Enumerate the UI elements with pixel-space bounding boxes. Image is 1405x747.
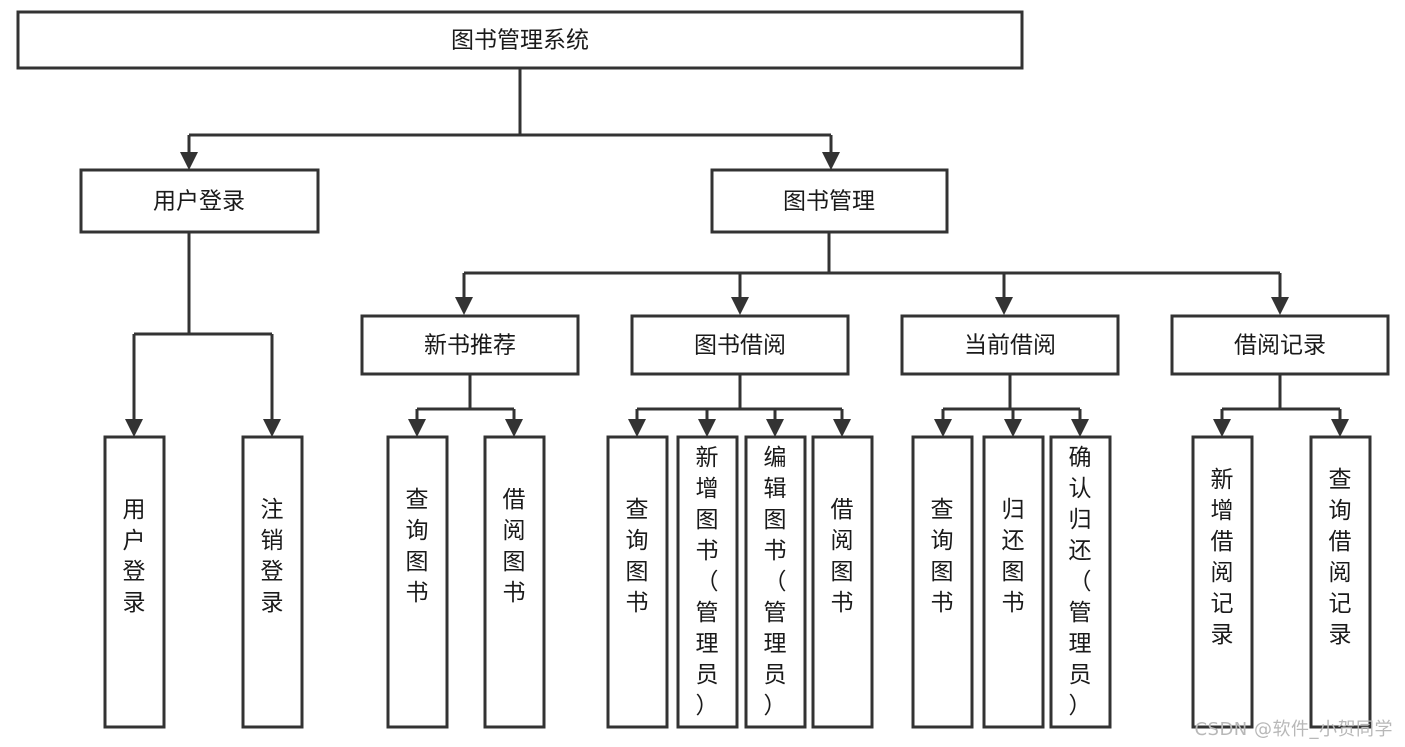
node-current-borrow-box[interactable] (900, 314, 1120, 376)
node-root-label: 图书管理系统 (451, 28, 589, 54)
leaf-borrow-book-1[interactable]: 借阅图书 (483, 435, 546, 729)
leaf-return-book-label: 归还图书 (1002, 497, 1025, 616)
arrow-head-leaf-borrow-book-2 (833, 419, 851, 437)
arrow-head-leaf-edit-book (766, 419, 784, 437)
node-book-borrow-box[interactable] (630, 314, 850, 376)
node-user-login-label: 用户登录 (153, 189, 245, 215)
node-root[interactable]: 图书管理系统 (16, 10, 1024, 70)
node-book-management-box[interactable] (710, 168, 949, 234)
arrow-head-book-management (822, 152, 840, 170)
leaf-borrow-book-1-label: 借阅图书 (503, 487, 526, 606)
arrow-head-book-borrow (731, 297, 749, 315)
leaf-add-book-label: 新增图书（管理员） (696, 445, 719, 719)
connector-layer (125, 68, 1349, 437)
arrow-head-leaf-user-login (125, 419, 143, 437)
leaf-query-book-1[interactable]: 查询图书 (386, 435, 449, 729)
leaf-query-book-1-box[interactable] (386, 435, 449, 729)
node-user-login-box[interactable] (79, 168, 320, 234)
leaf-edit-book[interactable]: 编辑图书（管理员） (744, 435, 807, 729)
leaf-confirm-return[interactable]: 确认归还（管理员） (1049, 435, 1112, 729)
node-borrow-record[interactable]: 借阅记录 (1170, 314, 1390, 376)
leaf-query-book-3-label: 查询图书 (931, 497, 954, 616)
node-current-borrow-label: 当前借阅 (964, 333, 1056, 359)
node-new-book-recommend-label: 新书推荐 (424, 333, 516, 359)
leaf-add-record-box[interactable] (1191, 435, 1254, 729)
node-new-book-recommend[interactable]: 新书推荐 (360, 314, 580, 376)
leaf-query-book-1-label: 查询图书 (406, 487, 429, 606)
leaf-query-record-label: 查询借阅记录 (1329, 467, 1352, 648)
leaf-confirm-return-box[interactable] (1049, 435, 1112, 729)
leaf-borrow-book-2-box[interactable] (811, 435, 874, 729)
node-book-borrow[interactable]: 图书借阅 (630, 314, 850, 376)
leaf-borrow-book-2[interactable]: 借阅图书 (811, 435, 874, 729)
leaf-confirm-return-label: 确认归还（管理员） (1069, 445, 1092, 719)
node-root-box[interactable] (16, 10, 1024, 70)
leaf-user-login[interactable]: 用户登录 (103, 435, 166, 729)
arrow-head-leaf-query-book-1 (408, 419, 426, 437)
arrow-head-current-borrow (995, 297, 1013, 315)
arrow-head-leaf-borrow-book-1 (505, 419, 523, 437)
arrow-head-leaf-add-book (698, 419, 716, 437)
arrow-head-leaf-query-book-2 (628, 419, 646, 437)
leaf-query-book-2-label: 查询图书 (626, 497, 649, 616)
leaf-user-login-label: 用户登录 (123, 497, 146, 616)
leaf-add-book-box[interactable] (676, 435, 739, 729)
node-book-management-label: 图书管理 (783, 189, 875, 215)
leaf-return-book[interactable]: 归还图书 (982, 435, 1045, 729)
node-current-borrow[interactable]: 当前借阅 (900, 314, 1120, 376)
arrow-head-borrow-record (1271, 297, 1289, 315)
leaf-query-book-2[interactable]: 查询图书 (606, 435, 669, 729)
leaf-add-book[interactable]: 新增图书（管理员） (676, 435, 739, 729)
leaf-borrow-book-2-label: 借阅图书 (831, 497, 854, 616)
arrow-head-leaf-logout-login (263, 419, 281, 437)
leaf-add-record-label: 新增借阅记录 (1211, 467, 1234, 648)
leaf-user-login-box[interactable] (103, 435, 166, 729)
leaf-borrow-book-1-box[interactable] (483, 435, 546, 729)
leaf-query-book-3[interactable]: 查询图书 (911, 435, 974, 729)
leaf-query-book-3-box[interactable] (911, 435, 974, 729)
leaf-logout-login[interactable]: 注销登录 (241, 435, 304, 729)
node-book-borrow-label: 图书借阅 (694, 333, 786, 359)
leaf-query-record[interactable]: 查询借阅记录 (1309, 435, 1372, 729)
arrow-head-leaf-query-book-3 (934, 419, 952, 437)
csdn-watermark: CSDN @软件_小贺同学 (1194, 719, 1393, 740)
leaf-edit-book-label: 编辑图书（管理员） (764, 445, 787, 719)
arrow-head-new-book-recommend (455, 297, 473, 315)
node-new-book-recommend-box[interactable] (360, 314, 580, 376)
leaf-query-record-box[interactable] (1309, 435, 1372, 729)
arrow-head-leaf-return-book (1004, 419, 1022, 437)
leaf-logout-login-label: 注销登录 (261, 497, 284, 616)
leaf-return-book-box[interactable] (982, 435, 1045, 729)
leaf-query-book-2-box[interactable] (606, 435, 669, 729)
arrow-head-leaf-add-record (1213, 419, 1231, 437)
leaf-logout-login-box[interactable] (241, 435, 304, 729)
node-borrow-record-box[interactable] (1170, 314, 1390, 376)
node-book-management[interactable]: 图书管理 (710, 168, 949, 234)
leaf-add-record[interactable]: 新增借阅记录 (1191, 435, 1254, 729)
node-user-login[interactable]: 用户登录 (79, 168, 320, 234)
leaf-edit-book-box[interactable] (744, 435, 807, 729)
node-borrow-record-label: 借阅记录 (1234, 333, 1326, 359)
arrow-head-leaf-query-record (1331, 419, 1349, 437)
arrow-head-user-login (180, 152, 198, 170)
arrow-head-leaf-confirm-return (1071, 419, 1089, 437)
